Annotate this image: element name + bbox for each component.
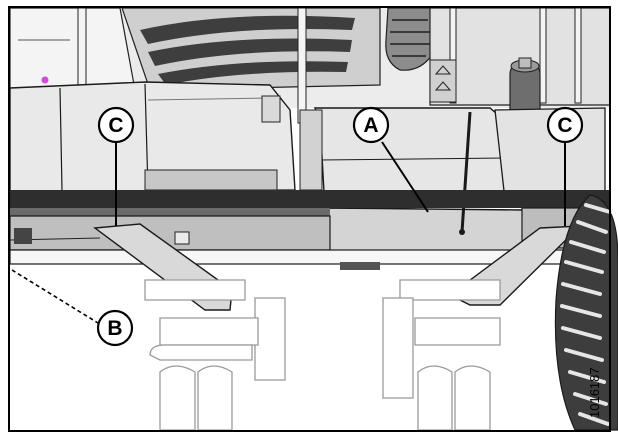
right-tire [554,194,618,431]
callout-b: B [96,309,134,347]
callout-c-left: C [97,106,135,144]
callout-a: A [352,106,390,144]
upper-background [9,7,611,158]
lower-mechanism [144,279,501,431]
leader-line-b [11,269,99,324]
callout-c-right: C [546,106,584,144]
leader-line-a [381,141,429,213]
callout-b-label: B [107,317,122,340]
left-fuel-tank [9,81,296,193]
callout-a-label: A [363,114,378,137]
figure-number: 1016187 [587,367,602,418]
figure-border [8,6,611,432]
callout-c-left-label: C [108,114,123,137]
callout-c-right-label: C [557,114,572,137]
